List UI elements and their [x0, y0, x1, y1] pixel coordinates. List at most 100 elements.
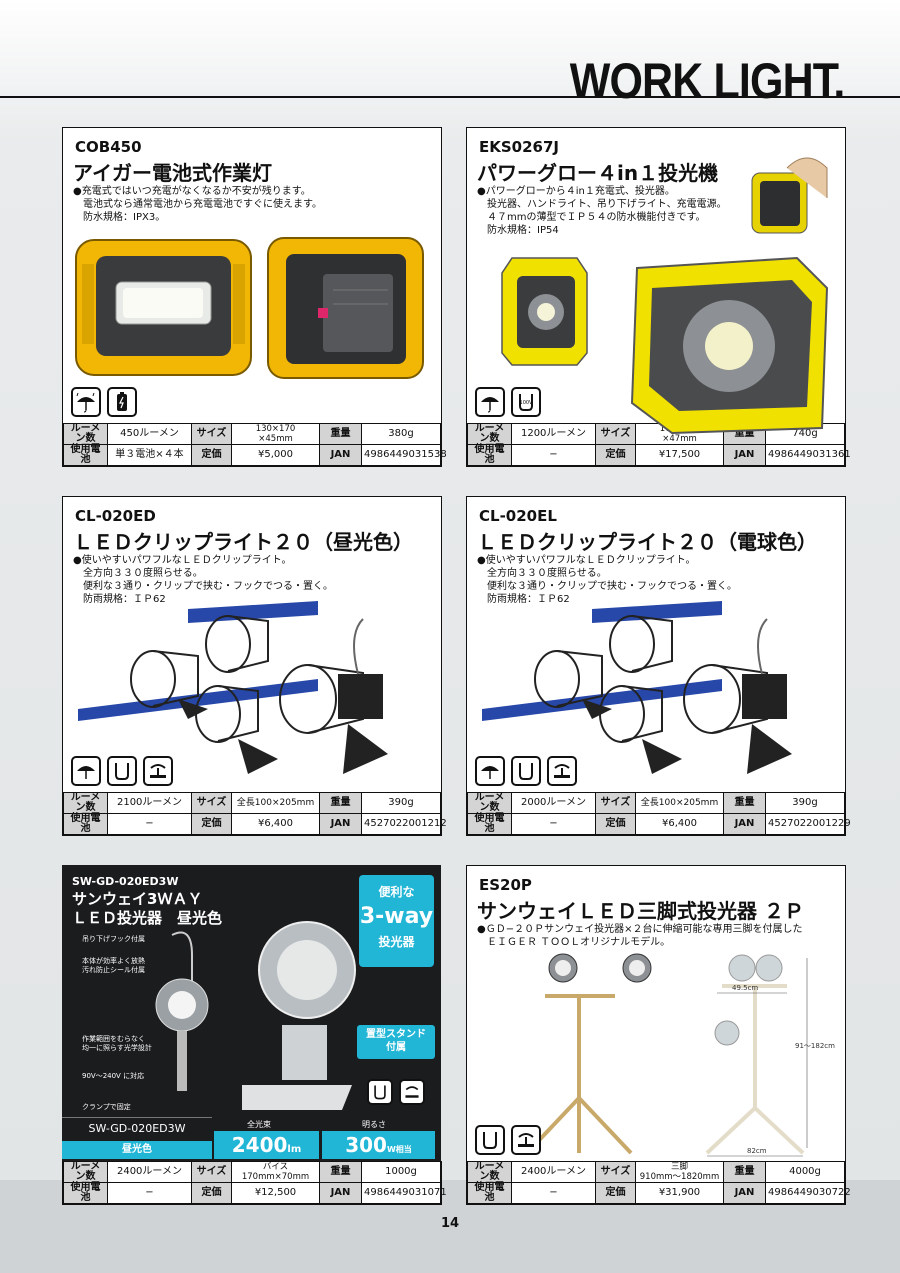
badge-big: 3-way — [359, 904, 434, 929]
price-label: 定価 — [595, 813, 636, 835]
product-card-eks0267j: EKS0267J パワーグロー４in１投光機 ●パワーグローから４in１充電式、… — [466, 127, 851, 467]
umbrella-rain-icon — [475, 756, 505, 786]
dim-width: 49.5cm — [732, 984, 758, 992]
product-model: COB450 — [75, 138, 142, 156]
product-card-cob450: COB450 アイガー電池式作業灯 ●充電式ではいつ充電がなくなるか不安が残りま… — [62, 127, 447, 467]
product-description: ●パワーグローから４in１充電式、投光器。 投光器、ハンドライト、吊り下げライト… — [477, 186, 727, 236]
page-number: 14 — [440, 1216, 460, 1231]
model-box: SW-GD-020ED3W — [62, 1117, 212, 1140]
cob450-photo — [75, 237, 424, 379]
jan-label: JAN — [319, 813, 362, 835]
weight-value: 380g — [361, 423, 441, 445]
product-title: ＬＥＤクリップライト２０（電球色） — [477, 530, 817, 554]
product-card-cl020ed: CL-020ED ＬＥＤクリップライト２０（昼光色） ●使いやすいパワフルなＬＥ… — [62, 496, 447, 836]
spec-table: ルーメン数 2400ルーメン サイズ バイス 170mm×70mm 重量 100… — [63, 1161, 447, 1204]
feature-clamp: クランプで固定 — [82, 1103, 131, 1111]
sw-icons — [367, 1079, 425, 1105]
flux-value: 2400 — [231, 1133, 288, 1157]
lumen-value: 450ルーメン — [107, 423, 192, 445]
battery-value: − — [107, 813, 192, 835]
product-model: ES20P — [479, 876, 532, 894]
weight-label: 重量 — [723, 1161, 766, 1183]
price-value: ¥6,400 — [231, 813, 320, 835]
size-value: バイス 170mm×70mm — [231, 1161, 320, 1183]
feature-icons: 100V — [475, 387, 541, 417]
lumen-label: ルーメン数 — [467, 423, 512, 445]
price-value: ¥12,500 — [231, 1182, 320, 1204]
brand-title: WORK LIGHT. — [570, 53, 846, 109]
lumen-label: ルーメン数 — [467, 792, 512, 814]
product-card-cl020el: CL-020EL ＬＥＤクリップライト２０（電球色） ●使いやすいパワフルなＬＥ… — [466, 496, 851, 836]
umbrella-rain-icon — [71, 756, 101, 786]
jan-value: 4527022001212 — [361, 813, 447, 835]
feature-icons — [71, 387, 137, 417]
weight-value: 4000g — [765, 1161, 845, 1183]
feature-optics: 作業範囲をむらなく 均一に照らす光学設計 — [82, 1035, 152, 1052]
battery-label: 使用電池 — [467, 813, 512, 835]
umbrella-rain-icon — [475, 387, 505, 417]
plug-100v-icon: 100V — [511, 387, 541, 417]
size-value: 全長100×205mm — [231, 792, 320, 814]
feature-icons — [71, 756, 173, 786]
product-description: ●ＧＤ−２０Ｐサンウェイ投光器×２台に伸縮可能な専用三脚を付属した ＥＩＧＥＲ … — [477, 924, 803, 948]
product-description: ●使いやすいパワフルなＬＥＤクリップライト。 全方向３３０度照らせる。 便利な３… — [477, 555, 737, 605]
size-label: サイズ — [191, 423, 232, 445]
plug-100v-icon — [367, 1079, 393, 1105]
weight-label: 重量 — [319, 1161, 362, 1183]
battery-label: 使用電池 — [63, 444, 108, 466]
lumen-label: ルーメン数 — [63, 1161, 108, 1183]
product-card-es20p: ES20P サンウェイＬＥＤ三脚式投光器 ２Ｐ ●ＧＤ−２０Ｐサンウェイ投光器×… — [466, 865, 851, 1205]
product-model: CL-020EL — [479, 507, 557, 525]
feature-icons — [475, 756, 577, 786]
size-value: 130×170 ×45mm — [231, 423, 320, 445]
product-card-swgd020ed3w: SW-GD-020ED3W サンウェイ3ＷＡＹ ＬＥＤ投光器 昼光色 吊り下げフ… — [62, 865, 441, 1161]
price-label: 定価 — [595, 444, 636, 466]
product-title: サンウェイＬＥＤ三脚式投光器 ２Ｐ — [477, 899, 804, 923]
spec-table: ルーメン数 2400ルーメン サイズ 三脚 910mm〜1820mm 重量 40… — [467, 1161, 851, 1204]
weight-label: 重量 — [319, 423, 362, 445]
lumen-value: 2000ルーメン — [511, 792, 596, 814]
lumen-value: 1200ルーメン — [511, 423, 596, 445]
feature-icons — [475, 1125, 541, 1155]
weight-value: 1000g — [361, 1161, 441, 1183]
bright-unit: W相当 — [386, 1145, 412, 1154]
battery-label: 使用電池 — [467, 1182, 512, 1204]
battery-value: − — [107, 1182, 192, 1204]
product-description: ●使いやすいパワフルなＬＥＤクリップライト。 全方向３３０度照らせる。 便利な３… — [73, 555, 333, 605]
battery-label: 使用電池 — [63, 813, 108, 835]
jan-label: JAN — [723, 1182, 766, 1204]
product-model: EKS0267J — [479, 138, 560, 156]
voltage-text: 100V — [520, 400, 534, 406]
jan-value: 4986449031071 — [361, 1182, 447, 1204]
product-title: サンウェイ3ＷＡＹ ＬＥＤ投光器 昼光色 — [72, 890, 223, 927]
battery-label: 使用電池 — [63, 1182, 108, 1204]
product-model: CL-020ED — [75, 507, 156, 525]
lumen-label: ルーメン数 — [467, 1161, 512, 1183]
jan-label: JAN — [319, 1182, 362, 1204]
cl020el-photo — [482, 601, 792, 774]
jan-value: 4527022001229 — [765, 813, 851, 835]
plug-100v-icon — [475, 1125, 505, 1155]
feature-heat: 本体が効率よく放熱 汚れ防止シール付属 — [82, 957, 145, 974]
size-label: サイズ — [191, 792, 232, 814]
product-description: ●充電式ではいつ充電がなくなるか不安が残ります。 電池式なら通常電池から充電電池… — [73, 186, 322, 223]
product-title: アイガー電池式作業灯 — [73, 161, 272, 185]
price-value: ¥31,900 — [635, 1182, 724, 1204]
bright-value: 300 — [345, 1133, 387, 1157]
spec-table: ルーメン数 450ルーメン サイズ 130×170 ×45mm 重量 380g … — [63, 423, 447, 466]
size-label: サイズ — [595, 1161, 636, 1183]
battery-value: 単３電池×４本 — [107, 444, 192, 466]
spec-table: ルーメン数 2100ルーメン サイズ 全長100×205mm 重量 390g 使… — [63, 792, 447, 835]
eks0267j-photo — [501, 157, 829, 435]
flux-unit: lm — [287, 1144, 302, 1155]
badge-line1: 便利な — [378, 885, 415, 899]
jan-value: 4986449030722 — [765, 1182, 851, 1204]
stand-icon — [547, 756, 577, 786]
product-title: ＬＥＤクリップライト２０（昼光色） — [73, 530, 413, 554]
product-title: パワーグロー４in１投光機 — [477, 161, 719, 185]
lumen-value: 2400ルーメン — [511, 1161, 596, 1183]
feature-hook: 吊り下げフック付属 — [82, 935, 145, 943]
plug-100v-icon — [511, 756, 541, 786]
battery-value: − — [511, 1182, 596, 1204]
size-value: 三脚 910mm〜1820mm — [635, 1161, 724, 1183]
